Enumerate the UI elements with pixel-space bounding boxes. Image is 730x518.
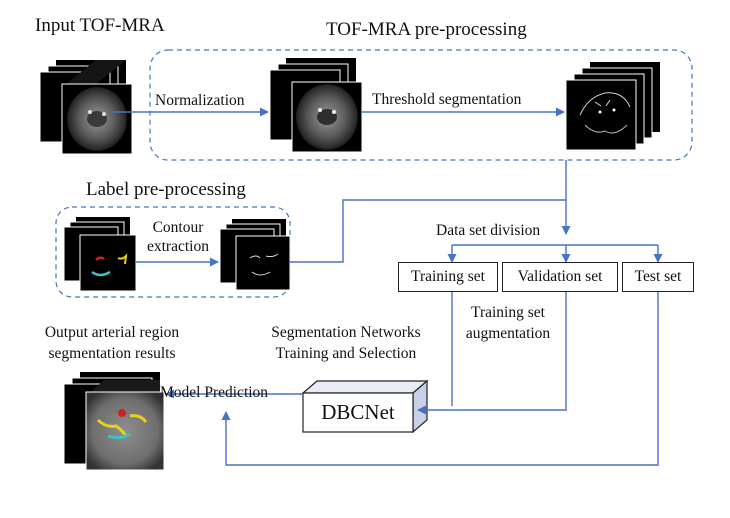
output-segmentation-stack: [63, 372, 165, 471]
dbcnet-3d-block: [301, 379, 429, 434]
label-stack: [63, 217, 137, 292]
test-set-box: Test set: [622, 262, 694, 292]
threshold-segmented-stack: [565, 62, 660, 151]
label-preprocessing-title: Label pre-processing: [86, 179, 246, 200]
dbcnet-label: DBCNet: [321, 400, 395, 424]
contour-label-1: Contour: [152, 219, 204, 236]
validation-set-box: Validation set: [502, 262, 618, 292]
output-label-2: segmentation results: [48, 345, 176, 362]
data-division-label: Data set division: [436, 222, 541, 239]
preprocessing-title: TOF-MRA pre-processing: [326, 19, 527, 40]
arrow-validation-to-net: [417, 292, 567, 415]
networks-label-1: Segmentation Networks: [271, 324, 421, 341]
normalized-mra-stack: [269, 58, 363, 153]
preprocessing-group: [149, 49, 693, 161]
augmentation-label-1: Training set: [471, 304, 545, 321]
augmentation-label-2: augmentation: [465, 325, 551, 342]
contour-label-2: extraction: [147, 238, 209, 255]
input-title: Input TOF-MRA: [35, 15, 165, 36]
normalization-label: Normalization: [155, 92, 245, 109]
input-mra-stack: [39, 60, 133, 155]
threshold-label: Threshold segmentation: [372, 91, 522, 108]
contour-stack: [219, 219, 291, 291]
output-label-1: Output arterial region: [44, 324, 180, 341]
arrow-label-to-merge: [290, 199, 566, 263]
training-set-box: Training set: [398, 262, 498, 292]
networks-label-2: Training and Selection: [275, 345, 417, 362]
arrow-test-to-output: [221, 292, 659, 466]
prediction-label: Model Prediction: [160, 384, 269, 401]
